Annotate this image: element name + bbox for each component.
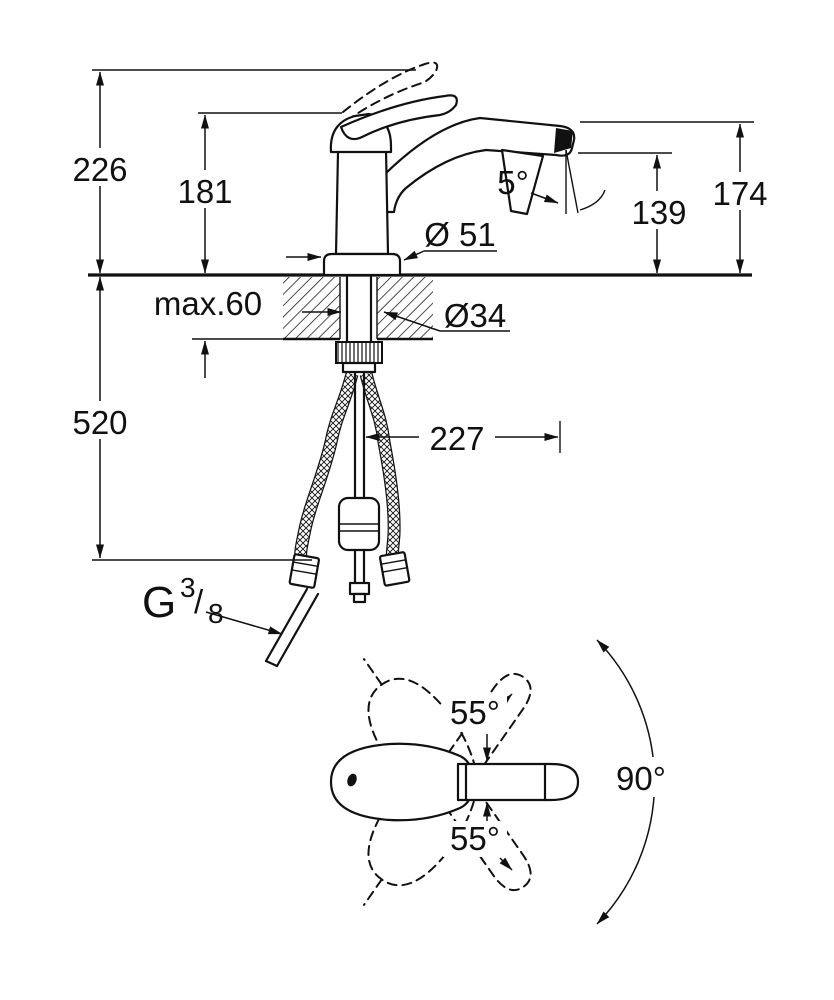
under-counter-assembly <box>264 275 411 668</box>
supply-hose-right <box>359 372 401 561</box>
faucet-top-view <box>329 658 580 906</box>
pullout-hose <box>337 370 381 604</box>
faucet-base <box>322 252 402 277</box>
dim-total-height-label: 226 <box>72 151 127 188</box>
leader-dia51 <box>403 250 425 261</box>
dim-hole-diameter-label: Ø34 <box>444 297 506 334</box>
leader-dia34 <box>383 311 441 332</box>
dim-spray-angle-label: 5° <box>497 164 529 201</box>
dim-spout-reach-label: 227 <box>429 420 484 457</box>
dim-swivel-lower-label: 55° <box>450 820 500 857</box>
dim-outlet-height-label: 139 <box>631 194 686 231</box>
hose-fitting-right <box>378 551 411 587</box>
worktop-section <box>88 273 752 341</box>
mounting-nut <box>335 341 383 364</box>
nut-collar <box>341 361 377 374</box>
handle-lever <box>339 94 458 141</box>
spray-outlet <box>554 128 573 153</box>
extension-lines <box>92 69 754 561</box>
thread-spec-label: G 3 / 8 <box>142 572 224 629</box>
arrow-thread <box>205 611 283 635</box>
spray-hook-leader <box>579 189 606 211</box>
dim-max-thickness-label: max.60 <box>154 285 262 322</box>
thread-slash: / <box>194 583 204 620</box>
faucet-side-view <box>322 61 606 277</box>
dimension-labels: 226 181 520 max.60 139 174 Ø 51 Ø34 227 … <box>62 148 778 629</box>
spray-tilt-line <box>565 149 579 214</box>
supply-hose-left <box>294 372 359 562</box>
dim-base-diameter-label: Ø 51 <box>424 216 496 253</box>
swivel-dimensions: 55° 55° 90° <box>443 639 676 925</box>
hose-fitting-left <box>288 553 321 589</box>
spray-grip <box>500 148 545 216</box>
thread-numerator: 3 <box>180 572 196 603</box>
spout-arm-plan <box>458 762 580 802</box>
thread-letter: G <box>142 578 176 627</box>
handle-dot <box>347 773 357 787</box>
dim-body-height-label: 181 <box>177 173 232 210</box>
thread-hose-end <box>264 587 320 668</box>
dim-spout-tip-height-label: 174 <box>712 175 767 212</box>
arrow-spray-angle <box>530 192 559 204</box>
dim-swivel-upper-label: 55° <box>450 694 500 731</box>
dim-swivel-total-label: 90° <box>616 760 666 797</box>
thread-denominator: 8 <box>208 598 224 629</box>
handle-raised-dashed-outline <box>342 61 439 118</box>
dim-below-counter-label: 520 <box>72 404 127 441</box>
